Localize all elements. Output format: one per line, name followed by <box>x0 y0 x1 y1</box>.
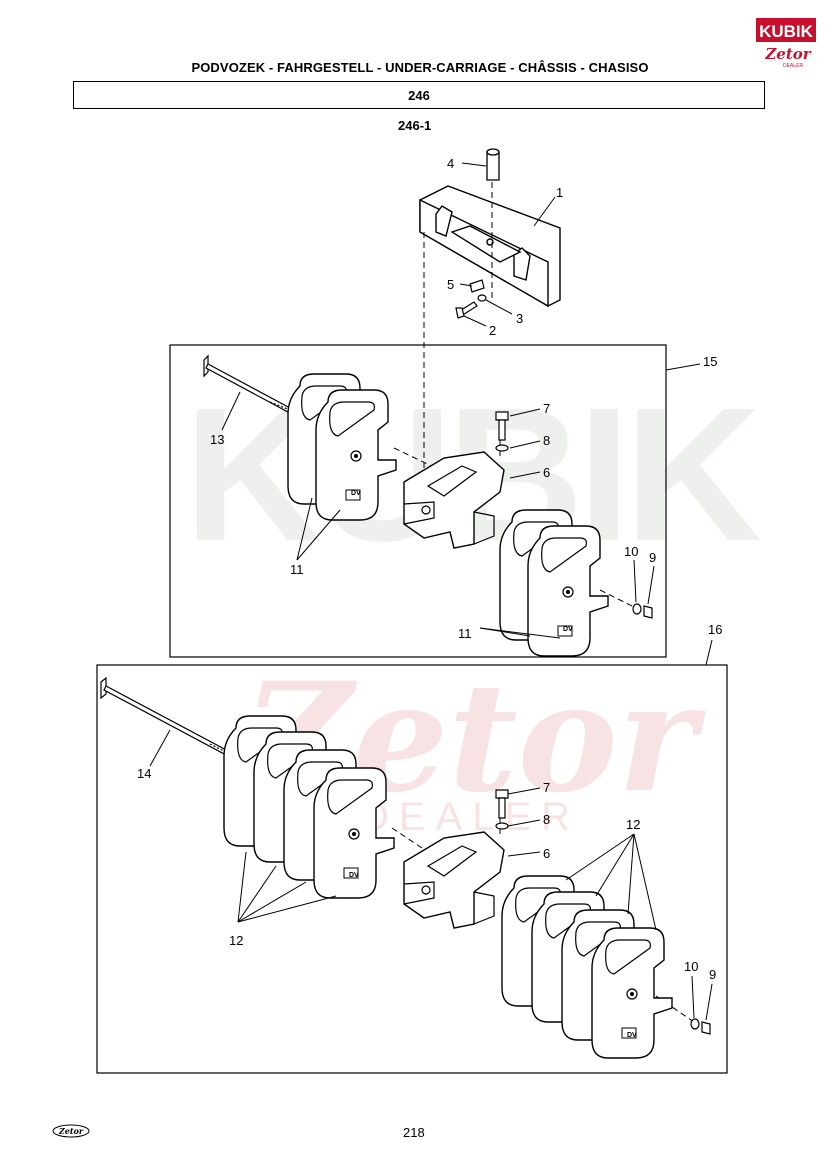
watermark-dealer-text: DEALER <box>360 795 580 839</box>
callout-labels: 4 1 5 3 2 15 13 7 8 6 11 10 9 11 16 14 7… <box>137 156 722 982</box>
footer-zetor-logo: Zetor <box>52 1124 90 1138</box>
plate-markings: DV DV DV DV <box>349 490 637 1039</box>
bolt-washer-lower <box>495 789 509 830</box>
page-header-title: PODVOZEK - FAHRGESTELL - UNDER-CARRIAGE … <box>191 60 649 75</box>
front-weight-bracket <box>419 185 561 308</box>
plate-marking: DV <box>349 872 359 879</box>
plate-marking: DV <box>627 1032 637 1039</box>
footer-logo-text: Zetor <box>58 1126 84 1136</box>
callout-11-left: 11 <box>290 562 304 577</box>
callout-1: 1 <box>556 185 563 200</box>
callout-10-upper: 10 <box>624 544 638 559</box>
callout-15: 15 <box>703 354 717 369</box>
pin <box>486 148 500 181</box>
callout-6-lower: 6 <box>543 846 550 861</box>
callout-9-lower: 9 <box>709 967 716 982</box>
callout-2: 2 <box>489 323 496 338</box>
callout-8-lower: 8 <box>543 812 550 827</box>
tie-rod-14 <box>100 676 231 757</box>
callout-11-right: 11 <box>458 626 472 641</box>
callout-9-upper: 9 <box>649 550 656 565</box>
callout-3: 3 <box>516 311 523 326</box>
callout-12-left: 12 <box>229 933 243 948</box>
logo-sub-text: DEALER <box>783 63 803 69</box>
figure-id: 246-1 <box>398 118 432 133</box>
plate-marking: DV <box>351 490 361 497</box>
logo-brand-text: KUBIK <box>759 22 814 41</box>
page-number: 218 <box>403 1125 425 1140</box>
bolt-washer-clip <box>455 279 487 319</box>
nut-washer-lower <box>690 1018 711 1035</box>
section-number: 246 <box>408 87 430 103</box>
logo-sub-brand-text: Zetor <box>764 45 811 63</box>
callout-8-upper: 8 <box>543 433 550 448</box>
kubik-zetor-logo: KUBIK Zetor DEALER <box>756 18 816 69</box>
leader-lines <box>149 162 713 1021</box>
set-box-16 <box>96 664 728 1074</box>
callout-6-upper: 6 <box>543 465 550 480</box>
weight-plates-lower-right <box>501 875 673 1059</box>
callout-12-right: 12 <box>626 817 640 832</box>
section-number-box: 246 <box>73 81 765 109</box>
plate-marking: DV <box>563 626 573 633</box>
callout-10-lower: 10 <box>684 959 698 974</box>
callout-13: 13 <box>210 432 224 447</box>
callout-14: 14 <box>137 766 151 781</box>
set-box-15 <box>169 344 667 658</box>
bolt-washer-upper <box>495 411 509 452</box>
callout-5: 5 <box>447 277 454 292</box>
callout-7-upper: 7 <box>543 401 550 416</box>
callout-7-lower: 7 <box>543 780 550 795</box>
callout-4: 4 <box>447 156 454 171</box>
nut-washer-upper <box>632 603 653 619</box>
logo-background <box>756 18 816 42</box>
callout-16: 16 <box>708 622 722 637</box>
